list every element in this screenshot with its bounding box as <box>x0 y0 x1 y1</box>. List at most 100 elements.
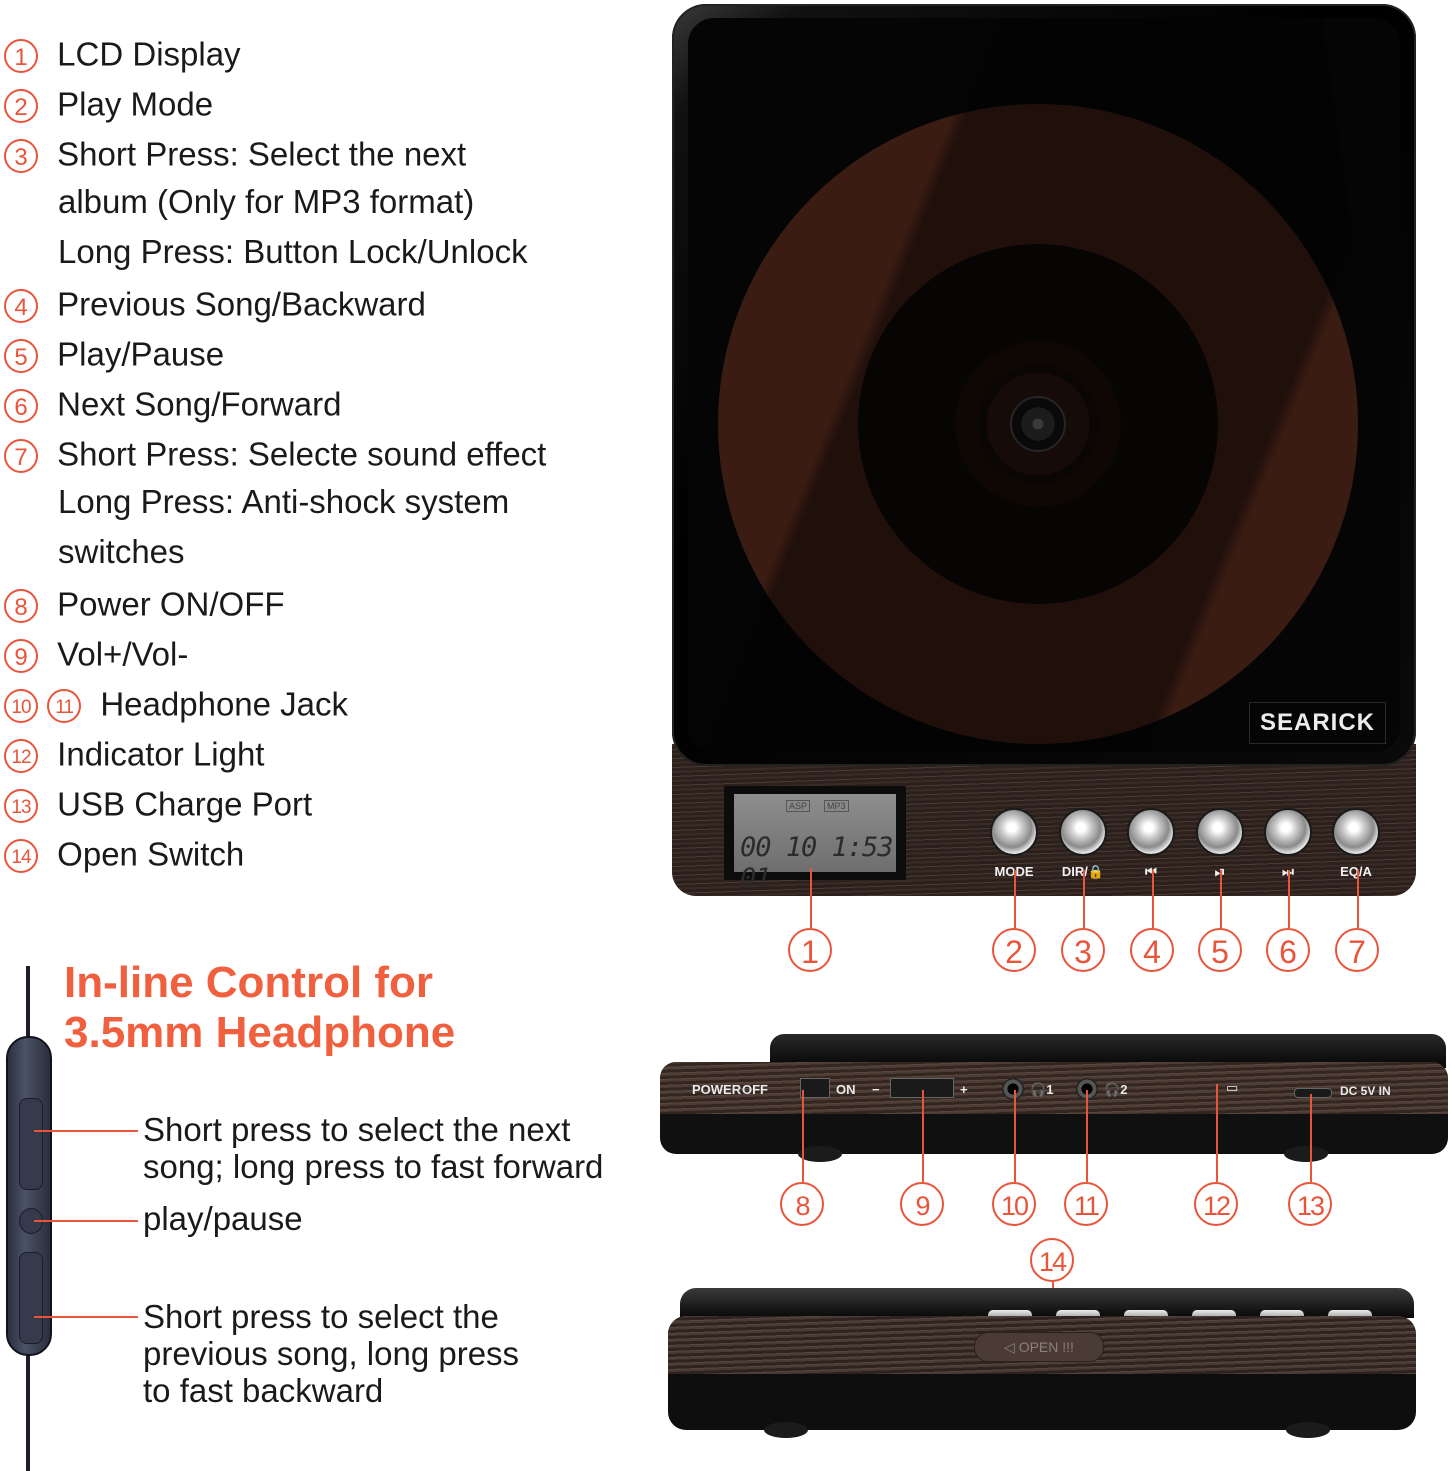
usb-port[interactable] <box>1294 1088 1332 1098</box>
number-badge: 12 <box>4 738 38 773</box>
legend-item-4: 4 Previous Song/Backward <box>4 284 426 323</box>
lcd-mp3-tag: MP3 <box>824 800 849 812</box>
headphone-cable <box>26 1354 30 1471</box>
callout-line <box>922 1090 924 1182</box>
jack-1-label: 1 <box>1046 1082 1054 1097</box>
callout-line <box>1216 1084 1218 1182</box>
legend-item-2: 2 Play Mode <box>4 84 213 123</box>
callout-line <box>1310 1094 1312 1182</box>
legend-item-3: 3 Short Press: Select the next <box>4 134 466 173</box>
remote-next-button[interactable] <box>19 1098 43 1190</box>
vol-plus-label: + <box>960 1082 968 1097</box>
callout-2: 2 <box>992 928 1036 972</box>
button-edge <box>1260 1310 1304 1320</box>
headphone-cable <box>26 966 30 1038</box>
prev-desc-line: Short press to select the <box>143 1298 499 1335</box>
next-desc-line: song; long press to fast forward <box>143 1148 604 1185</box>
legend-item-6: 6 Next Song/Forward <box>4 384 341 423</box>
callout-line <box>1014 870 1016 928</box>
eq-a-button[interactable] <box>1332 808 1380 856</box>
remote-prev-button[interactable] <box>19 1252 43 1344</box>
open-switch[interactable]: ◁ OPEN !!! <box>974 1332 1104 1362</box>
button-edge <box>1192 1310 1236 1320</box>
jack-2-label: 2 <box>1120 1082 1128 1097</box>
callout-7: 7 <box>1335 928 1379 972</box>
inline-title-line2: 3.5mm Headphone <box>64 1008 456 1057</box>
callout-10: 10 <box>992 1182 1036 1226</box>
dc-label: DC 5V IN <box>1340 1084 1391 1098</box>
number-badge: 7 <box>4 438 38 473</box>
callout-4: 4 <box>1130 928 1174 972</box>
rubber-foot <box>1284 1146 1328 1162</box>
callout-line <box>1220 870 1222 928</box>
vol-minus-label: − <box>872 1082 880 1097</box>
next-desc-line: Short press to select the next <box>143 1111 571 1148</box>
number-badge: 9 <box>4 638 38 673</box>
headphone-jack-1[interactable] <box>1002 1078 1024 1100</box>
prev-desc-line: to fast backward <box>143 1372 384 1409</box>
callout-line <box>1152 870 1154 928</box>
lcd-screen: ASP MP3 00 10 1:53 01 <box>734 794 896 894</box>
number-badge: 11 <box>47 688 82 723</box>
inline-control-title: In-line Control for 3.5mm Headphone <box>64 958 455 1058</box>
legend-label-continued: album (Only for MP3 format) <box>58 183 475 220</box>
callout-line <box>1357 870 1359 928</box>
callout-line <box>1086 1090 1088 1182</box>
legend-label: LCD Display <box>57 35 241 73</box>
dir-lock-button[interactable] <box>1059 808 1107 856</box>
legend-label: Headphone Jack <box>100 685 349 723</box>
on-label: ON <box>836 1082 856 1097</box>
legend-item-14: 14 Open Switch <box>4 834 244 873</box>
spindle <box>1010 396 1066 452</box>
legend-label: Power ON/OFF <box>57 585 285 623</box>
number-badge: 1 <box>4 38 38 73</box>
callout-11: 11 <box>1064 1182 1108 1226</box>
callout-13: 13 <box>1288 1182 1332 1226</box>
legend-label: Play Mode <box>57 85 214 123</box>
next-icon: ⏭ <box>1253 864 1323 880</box>
number-badge: 8 <box>4 588 38 623</box>
rubber-foot <box>798 1146 842 1162</box>
legend-label: USB Charge Port <box>57 785 313 823</box>
legend-label: Next Song/Forward <box>57 385 342 423</box>
disc-lid: SEARICK <box>672 4 1416 766</box>
brand-logo: SEARICK <box>1248 702 1386 744</box>
legend-label: Play/Pause <box>57 335 225 373</box>
callout-line <box>802 1090 804 1182</box>
play-description: play/pause <box>143 1200 303 1237</box>
legend-item-8: 8 Power ON/OFF <box>4 584 285 623</box>
headphone-jack-2[interactable] <box>1076 1078 1098 1100</box>
next-button[interactable] <box>1264 808 1312 856</box>
cd-player-top-view: SEARICK ASP MP3 00 10 1:53 01 MODE DIR/🔒… <box>672 4 1416 896</box>
callout-line <box>1288 870 1290 928</box>
callout-3: 3 <box>1061 928 1105 972</box>
power-switch[interactable] <box>800 1078 830 1098</box>
callout-5: 5 <box>1198 928 1242 972</box>
previous-icon: ⏮ <box>1145 864 1157 879</box>
battery-icon: ▭ <box>1226 1080 1239 1095</box>
eq-a-label: EQ/A <box>1340 864 1372 879</box>
inline-title-line1: In-line Control for <box>64 958 434 1007</box>
callout-9: 9 <box>900 1182 944 1226</box>
headphone-icon: 🎧1 <box>1030 1082 1054 1097</box>
button-edge <box>1056 1310 1100 1320</box>
legend-item-13: 13 USB Charge Port <box>4 784 312 823</box>
legend-item-5: 5 Play/Pause <box>4 334 224 373</box>
legend-label: Indicator Light <box>57 735 265 773</box>
legend-label-continued: Long Press: Button Lock/Unlock <box>58 233 528 270</box>
legend-label: Vol+/Vol- <box>57 635 189 673</box>
legend-label: Short Press: Select the next <box>57 135 467 173</box>
callout-8: 8 <box>780 1182 824 1226</box>
callout-line <box>1083 870 1085 928</box>
number-badge: 4 <box>4 288 38 323</box>
button-edge <box>1328 1310 1372 1320</box>
previous-button[interactable] <box>1127 808 1175 856</box>
callout-14: 14 <box>1030 1238 1074 1282</box>
legend-label: Short Press: Selecte sound effect <box>57 435 547 473</box>
play-pause-button[interactable] <box>1196 808 1244 856</box>
mode-button[interactable] <box>990 808 1038 856</box>
rubber-foot <box>764 1422 808 1438</box>
callout-line <box>34 1220 138 1222</box>
prev-desc-line: previous song, long press <box>143 1335 520 1372</box>
lcd-asp-tag: ASP <box>786 800 811 812</box>
